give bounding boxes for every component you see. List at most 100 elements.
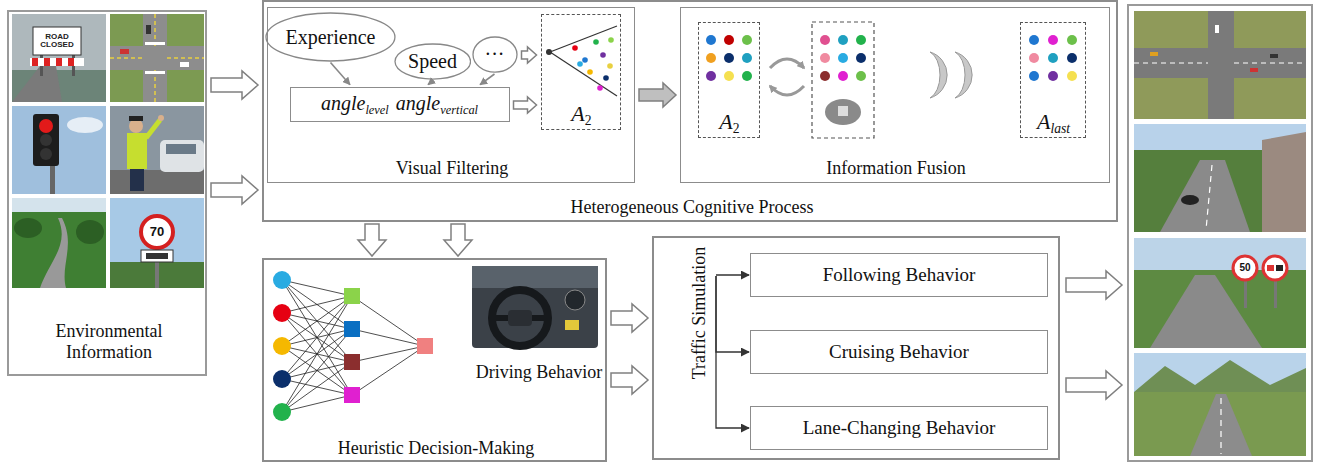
attention-dots [1029, 35, 1077, 81]
behavior-box: Cruising Behavior [750, 330, 1048, 374]
simulation-screenshots [1220, 398, 1221, 454]
simulation-screenshots [1134, 63, 1208, 64]
neural-network [282, 280, 425, 412]
attention-set: A2 [698, 22, 760, 138]
attention-dots [1067, 71, 1077, 81]
steering-wheel-photo [492, 290, 548, 346]
simulation-screenshots [1215, 25, 1219, 33]
simulation-screenshots [1128, 5, 1312, 461]
simulation-screenshots [1134, 360, 1306, 395]
neural-network [273, 271, 433, 421]
simulation-screenshots [1267, 265, 1274, 271]
cognition-box [838, 53, 848, 63]
math-holder: anglelevelanglevertical [321, 92, 478, 118]
steering-wheel-photo [472, 266, 598, 288]
road-closed-photo [12, 14, 106, 102]
neural-network [282, 296, 352, 346]
neural-network [282, 296, 352, 412]
block-arrow [444, 224, 472, 256]
attention-dots [1029, 53, 1039, 63]
cycle-arrows [770, 59, 804, 68]
view-cone [546, 26, 617, 96]
neural-network [417, 338, 433, 354]
simulation-screenshots [1270, 54, 1278, 58]
math-symbol: angle [321, 92, 365, 114]
traffic-light-photo [12, 106, 106, 194]
neural-network [282, 280, 352, 296]
simulation-screenshots [1262, 132, 1306, 232]
simulation-screenshots [1190, 394, 1252, 456]
attention-dots [706, 35, 716, 45]
simulation-screenshots [1160, 160, 1250, 232]
view-cone [577, 61, 583, 67]
speed-sign-photo [110, 198, 204, 288]
text-holder: Speed [408, 50, 457, 73]
road-closed-photo [30, 58, 84, 66]
text-holder: Cruising Behavior [829, 341, 969, 363]
math-subscript: 2 [585, 113, 592, 128]
attention-dots [1029, 71, 1039, 81]
output-arrow [1066, 371, 1122, 399]
ellipse-outline [395, 44, 471, 79]
attention-set: A2 [541, 14, 621, 130]
neural-network [344, 387, 360, 403]
neural-network [352, 346, 425, 362]
block-arrow [611, 366, 648, 394]
view-cone [593, 39, 599, 45]
simulation-screenshots [1244, 278, 1247, 308]
neural-network [282, 280, 352, 362]
police-photo [127, 133, 147, 169]
neural-network [282, 280, 352, 329]
attention-dots [1029, 35, 1039, 45]
simulation-screenshots [1233, 256, 1257, 280]
view-cone [550, 52, 617, 96]
fusion-crescents [930, 52, 947, 98]
neural-network [282, 329, 352, 412]
intersection-photo [154, 70, 156, 102]
police-photo [160, 140, 204, 172]
math-subscript: 2 [733, 121, 740, 136]
neural-network [352, 296, 425, 346]
cognition-box [838, 35, 848, 45]
police-photo [146, 120, 160, 138]
simulation-screenshots [1206, 165, 1212, 230]
intersection-photo [143, 14, 167, 102]
steering-wheel-photo [472, 266, 598, 348]
math-symbol: A [571, 100, 584, 125]
simulation-screenshots [1276, 265, 1283, 271]
sign-text: 50 [1239, 262, 1250, 273]
intersection-photo [167, 57, 204, 59]
intersection-photo [145, 42, 165, 45]
attention-dots [706, 71, 716, 81]
simulation-screenshots [1263, 256, 1287, 280]
speed-sign-photo [146, 253, 168, 259]
cognition-box [838, 71, 848, 81]
attention-dots [706, 53, 716, 63]
branch-arrow [716, 274, 749, 275]
police-photo [110, 106, 204, 194]
output-arrow [1066, 271, 1122, 299]
input-arrow [428, 81, 432, 85]
block-arrow [522, 47, 537, 63]
country-road-photo [14, 218, 42, 238]
decision-box: Heuristic Decision-MakingDriving Behavio… [262, 258, 607, 462]
simulation-screenshots [1128, 5, 1312, 461]
cognition-box [820, 35, 830, 45]
simulation-screenshots [1234, 63, 1306, 64]
sign-text: ROAD CLOSED [40, 32, 73, 49]
text-holder: Environmental Information [34, 321, 184, 362]
process-group: ExperienceSpeed···anglelevelanglevertica… [262, 0, 1118, 222]
attention-set: Alast [1020, 22, 1086, 138]
police-photo [166, 144, 196, 154]
police-photo [129, 119, 143, 133]
text-holder: Lane-Changing Behavior [803, 417, 996, 439]
police-photo [130, 169, 144, 191]
input-panel: Environmental Information [7, 10, 207, 376]
box-label: Lane-Changing Behavior [803, 417, 996, 439]
neural-network [282, 296, 352, 313]
cognition-box [820, 71, 830, 81]
road-closed-photo [44, 58, 50, 66]
view-cone [607, 63, 613, 69]
traffic-light-photo [33, 114, 59, 166]
